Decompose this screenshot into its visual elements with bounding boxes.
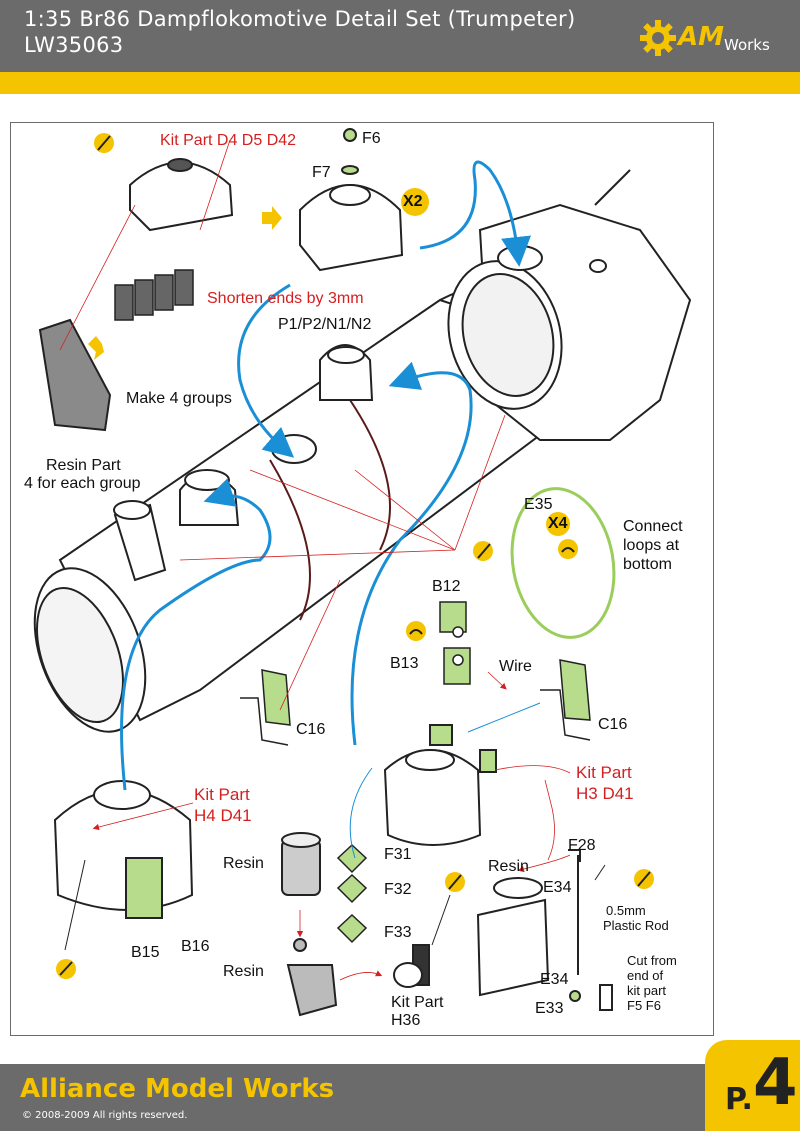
tool-icon-5	[558, 539, 578, 559]
hinge-c16-right	[540, 659, 591, 741]
thin-guides	[349, 702, 541, 859]
dome-lower	[179, 469, 240, 526]
resin-cylinder	[281, 832, 321, 896]
footer-copyright: © 2008-2009 All rights reserved.	[22, 1110, 188, 1121]
dome-h4	[53, 780, 194, 919]
tool-icon-3	[56, 959, 76, 979]
title-line-1: 1:35 Br86 Dampflokomotive Detail Set (Tr…	[24, 7, 576, 31]
resin-block-left	[38, 318, 112, 432]
label-connect-1: Connect	[623, 518, 683, 535]
label-b15: B15	[131, 944, 160, 961]
label-kit-part-h36-1: Kit Part	[391, 994, 444, 1011]
label-kit-part-h4-2: H4 D41	[194, 806, 252, 825]
label-x2: X2	[403, 193, 423, 210]
label-wire: Wire	[499, 658, 532, 675]
brand-works-text: Works	[724, 36, 770, 54]
hinge-c16-left	[240, 669, 291, 746]
label-cut-from-3: kit part	[627, 983, 667, 998]
brand-logo: AM Works	[638, 18, 778, 58]
label-kit-part-h3-1: Kit Part	[576, 763, 632, 782]
label-shorten-ends: Shorten ends by 3mm	[207, 290, 364, 307]
label-connect-3: bottom	[623, 556, 672, 573]
label-kit-part-h3-2: H3 D41	[576, 784, 634, 803]
label-x4: X4	[548, 515, 568, 532]
smokebox	[447, 169, 692, 441]
loop-e35	[510, 487, 616, 639]
instruction-frame	[10, 122, 714, 1036]
red-guides	[59, 139, 571, 981]
header-stripe	[0, 72, 800, 94]
label-connect-2: loops at	[623, 537, 680, 554]
part-h36	[393, 944, 430, 988]
resin-valve	[286, 938, 338, 1017]
tool-icon-7	[634, 869, 654, 889]
label-f32: F32	[384, 881, 412, 898]
detail-part-f7	[299, 128, 404, 272]
footer-title: Alliance Model Works	[20, 1074, 335, 1104]
label-f6: F6	[362, 130, 381, 147]
gear-icon	[640, 20, 676, 56]
f31-f33-plates	[336, 843, 368, 944]
label-plastic-rod-1: 0.5mm	[606, 903, 646, 918]
label-cut-from-1: Cut from	[627, 953, 677, 968]
label-b12: B12	[432, 578, 461, 595]
tool-icon-1	[94, 133, 114, 153]
title-line-2: LW35063	[24, 33, 124, 57]
label-e34-upper: E34	[543, 879, 572, 896]
label-cut-from-2: end of	[627, 968, 664, 983]
label-e34-lower: E34	[540, 971, 569, 988]
footer-bar: Alliance Model Works © 2008-2009 All rig…	[0, 1064, 800, 1131]
label-e33: E33	[535, 1000, 564, 1017]
label-c16-left: C16	[296, 721, 326, 738]
detail-part-d4	[129, 158, 234, 232]
resin-block-right	[476, 877, 550, 997]
tool-icon-6	[406, 621, 426, 641]
page-number: 4	[753, 1046, 798, 1120]
label-resin-part-1: Resin Part	[46, 457, 121, 474]
chimney	[113, 500, 167, 582]
label-kit-part-h36-2: H36	[391, 1012, 421, 1029]
brackets-group	[114, 269, 194, 321]
arrow-yellow-1	[262, 206, 282, 230]
tool-icon-4	[445, 872, 465, 892]
label-e35: E35	[524, 496, 553, 513]
label-resin-upper: Resin	[223, 855, 264, 872]
label-f28: F28	[568, 837, 596, 854]
label-kit-part-d4-d5-d42: Kit Part D4 D5 D42	[160, 132, 297, 149]
page-title: 1:35 Br86 Dampflokomotive Detail Set (Tr…	[24, 6, 576, 58]
label-resin-right: Resin	[488, 858, 529, 875]
label-resin-part-2: 4 for each group	[24, 475, 141, 492]
arrow-yellow-2	[88, 336, 104, 360]
label-plastic-rod-2: Plastic Rod	[603, 918, 669, 933]
page-prefix: P.	[725, 1082, 753, 1117]
page-number-tab: P. 4	[705, 1040, 800, 1131]
label-cut-from-4: F5 F6	[627, 998, 661, 1013]
label-f33: F33	[384, 924, 412, 941]
dome-h3	[383, 724, 497, 846]
header-bar: 1:35 Br86 Dampflokomotive Detail Set (Tr…	[0, 0, 800, 72]
label-make-4-groups: Make 4 groups	[126, 390, 232, 407]
multiplier-badge-x2	[401, 188, 429, 216]
label-kit-part-h4-1: Kit Part	[194, 785, 250, 804]
plastic-rod	[568, 849, 613, 1011]
label-p1p2n1n2: P1/P2/N1/N2	[278, 316, 372, 333]
dome-upper	[319, 344, 374, 401]
tool-icon-2	[473, 541, 493, 561]
label-f7: F7	[312, 164, 331, 181]
brand-am-text: AM	[678, 22, 724, 52]
pointer-lines	[64, 859, 606, 951]
boiler-body	[33, 279, 562, 733]
label-c16-right: C16	[598, 716, 628, 733]
hinge-b12-b13	[439, 601, 471, 685]
multiplier-badge-x4	[546, 512, 570, 536]
label-f31: F31	[384, 846, 412, 863]
label-b16: B16	[181, 938, 210, 955]
assembly-arrows	[120, 160, 531, 791]
hatch-oval	[271, 434, 317, 464]
label-resin-lower: Resin	[223, 963, 264, 980]
label-b13: B13	[390, 655, 419, 672]
